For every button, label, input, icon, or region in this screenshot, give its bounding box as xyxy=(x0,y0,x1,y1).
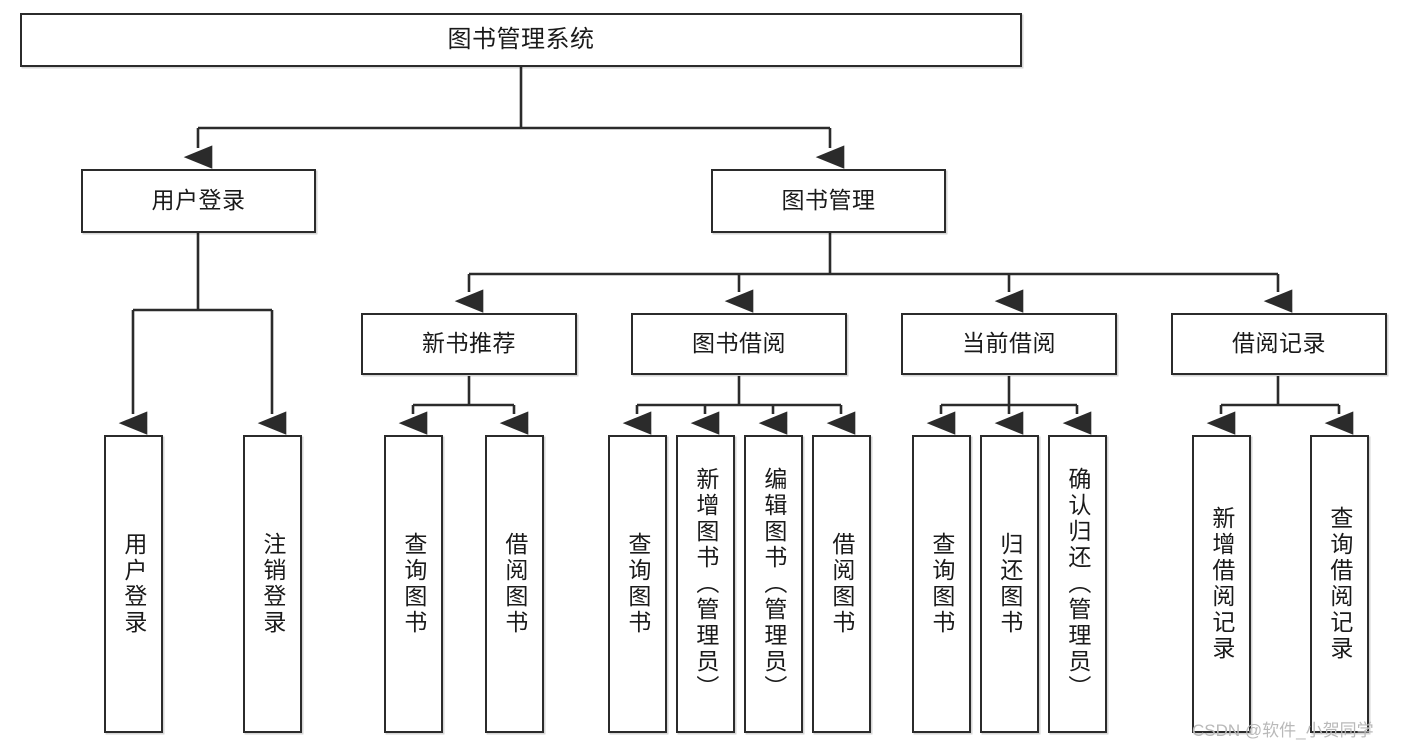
node-leaf-borrow-book-2[interactable]: 借阅图书 xyxy=(812,435,871,733)
node-leaf-add-record[interactable]: 新增借阅记录 xyxy=(1192,435,1251,733)
node-leaf-borrow-book-1[interactable]: 借阅图书 xyxy=(485,435,544,733)
node-label: 用户登录 xyxy=(120,532,147,636)
node-book-management[interactable]: 图书管理 xyxy=(711,169,946,233)
node-user-login[interactable]: 用户登录 xyxy=(81,169,316,233)
node-label: 图书借阅 xyxy=(692,330,786,357)
node-label: 归还图书 xyxy=(996,532,1023,636)
node-label: 图书管理系统 xyxy=(447,25,595,53)
node-new-book-recommend[interactable]: 新书推荐 xyxy=(361,313,577,375)
node-leaf-confirm-return[interactable]: 确认归还（管理员） xyxy=(1048,435,1107,733)
node-label: 借阅图书 xyxy=(501,532,528,636)
node-leaf-logout-login[interactable]: 注销登录 xyxy=(243,435,302,733)
node-leaf-query-book-1[interactable]: 查询图书 xyxy=(384,435,443,733)
node-label: 编辑图书（管理员） xyxy=(760,467,787,701)
node-label: 新书推荐 xyxy=(422,330,516,357)
node-label: 用户登录 xyxy=(151,187,246,214)
node-leaf-query-book-3[interactable]: 查询图书 xyxy=(912,435,971,733)
node-borrow-record[interactable]: 借阅记录 xyxy=(1171,313,1387,375)
node-leaf-user-login[interactable]: 用户登录 xyxy=(104,435,163,733)
node-label: 借阅记录 xyxy=(1232,330,1326,357)
node-leaf-edit-book[interactable]: 编辑图书（管理员） xyxy=(744,435,803,733)
node-leaf-return-book[interactable]: 归还图书 xyxy=(980,435,1039,733)
node-label: 当前借阅 xyxy=(962,330,1056,357)
node-label: 新增借阅记录 xyxy=(1208,506,1235,662)
node-leaf-query-record[interactable]: 查询借阅记录 xyxy=(1310,435,1369,733)
node-label: 查询图书 xyxy=(928,532,955,636)
node-label: 查询图书 xyxy=(400,532,427,636)
node-leaf-add-book[interactable]: 新增图书（管理员） xyxy=(676,435,735,733)
node-label: 查询借阅记录 xyxy=(1326,506,1353,662)
node-label: 借阅图书 xyxy=(828,532,855,636)
node-book-borrow[interactable]: 图书借阅 xyxy=(631,313,847,375)
node-label: 查询图书 xyxy=(624,532,651,636)
node-label: 新增图书（管理员） xyxy=(692,467,719,701)
node-label: 注销登录 xyxy=(259,532,286,636)
node-root-book-management-system[interactable]: 图书管理系统 xyxy=(20,13,1022,67)
csdn-watermark: CSDN @软件_小贺同学 xyxy=(1192,721,1374,740)
node-current-borrow[interactable]: 当前借阅 xyxy=(901,313,1117,375)
node-leaf-query-book-2[interactable]: 查询图书 xyxy=(608,435,667,733)
node-label: 图书管理 xyxy=(781,187,876,214)
node-label: 确认归还（管理员） xyxy=(1064,467,1091,701)
